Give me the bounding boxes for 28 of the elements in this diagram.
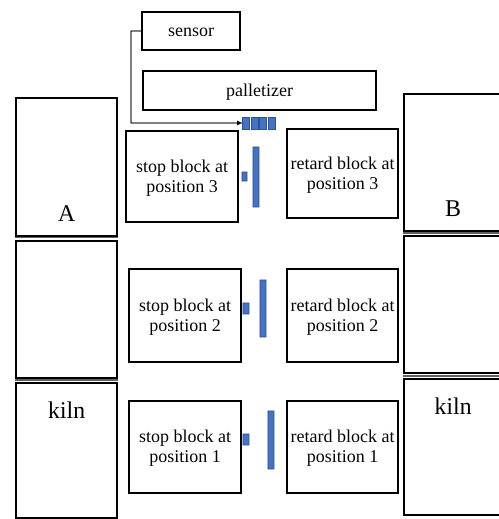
palletizer-box [142,70,377,111]
kiln-section [15,382,118,519]
stop-block-box [128,268,242,363]
kiln-section [15,97,118,237]
box-label: retard block at position 3 [290,154,396,194]
section-label: B [444,196,461,222]
box-label: stop block at position 1 [138,427,232,467]
section-label: kiln [434,394,472,420]
stop-block-box [125,130,239,223]
kiln-section [403,235,499,374]
arrow [130,30,242,126]
box-label: stop block at position 3 [135,156,229,196]
kiln-section [403,93,499,232]
pallet-queue [242,116,276,130]
retard-block-box [286,128,399,219]
box-label: retard block at position 2 [290,296,396,336]
kiln-section [15,240,118,379]
kiln-section [403,378,499,516]
sensor-box [141,11,241,51]
box-label: retard block at position 1 [290,427,396,467]
section-label: A [58,200,76,227]
box-label: palletizer [226,80,293,100]
box-label: stop block at position 2 [138,296,232,336]
box-label: sensor [168,21,214,41]
retard-block-box [286,268,399,363]
section-label: kiln [48,398,86,424]
retard-block-box [286,400,399,494]
stop-block-box [128,400,242,494]
